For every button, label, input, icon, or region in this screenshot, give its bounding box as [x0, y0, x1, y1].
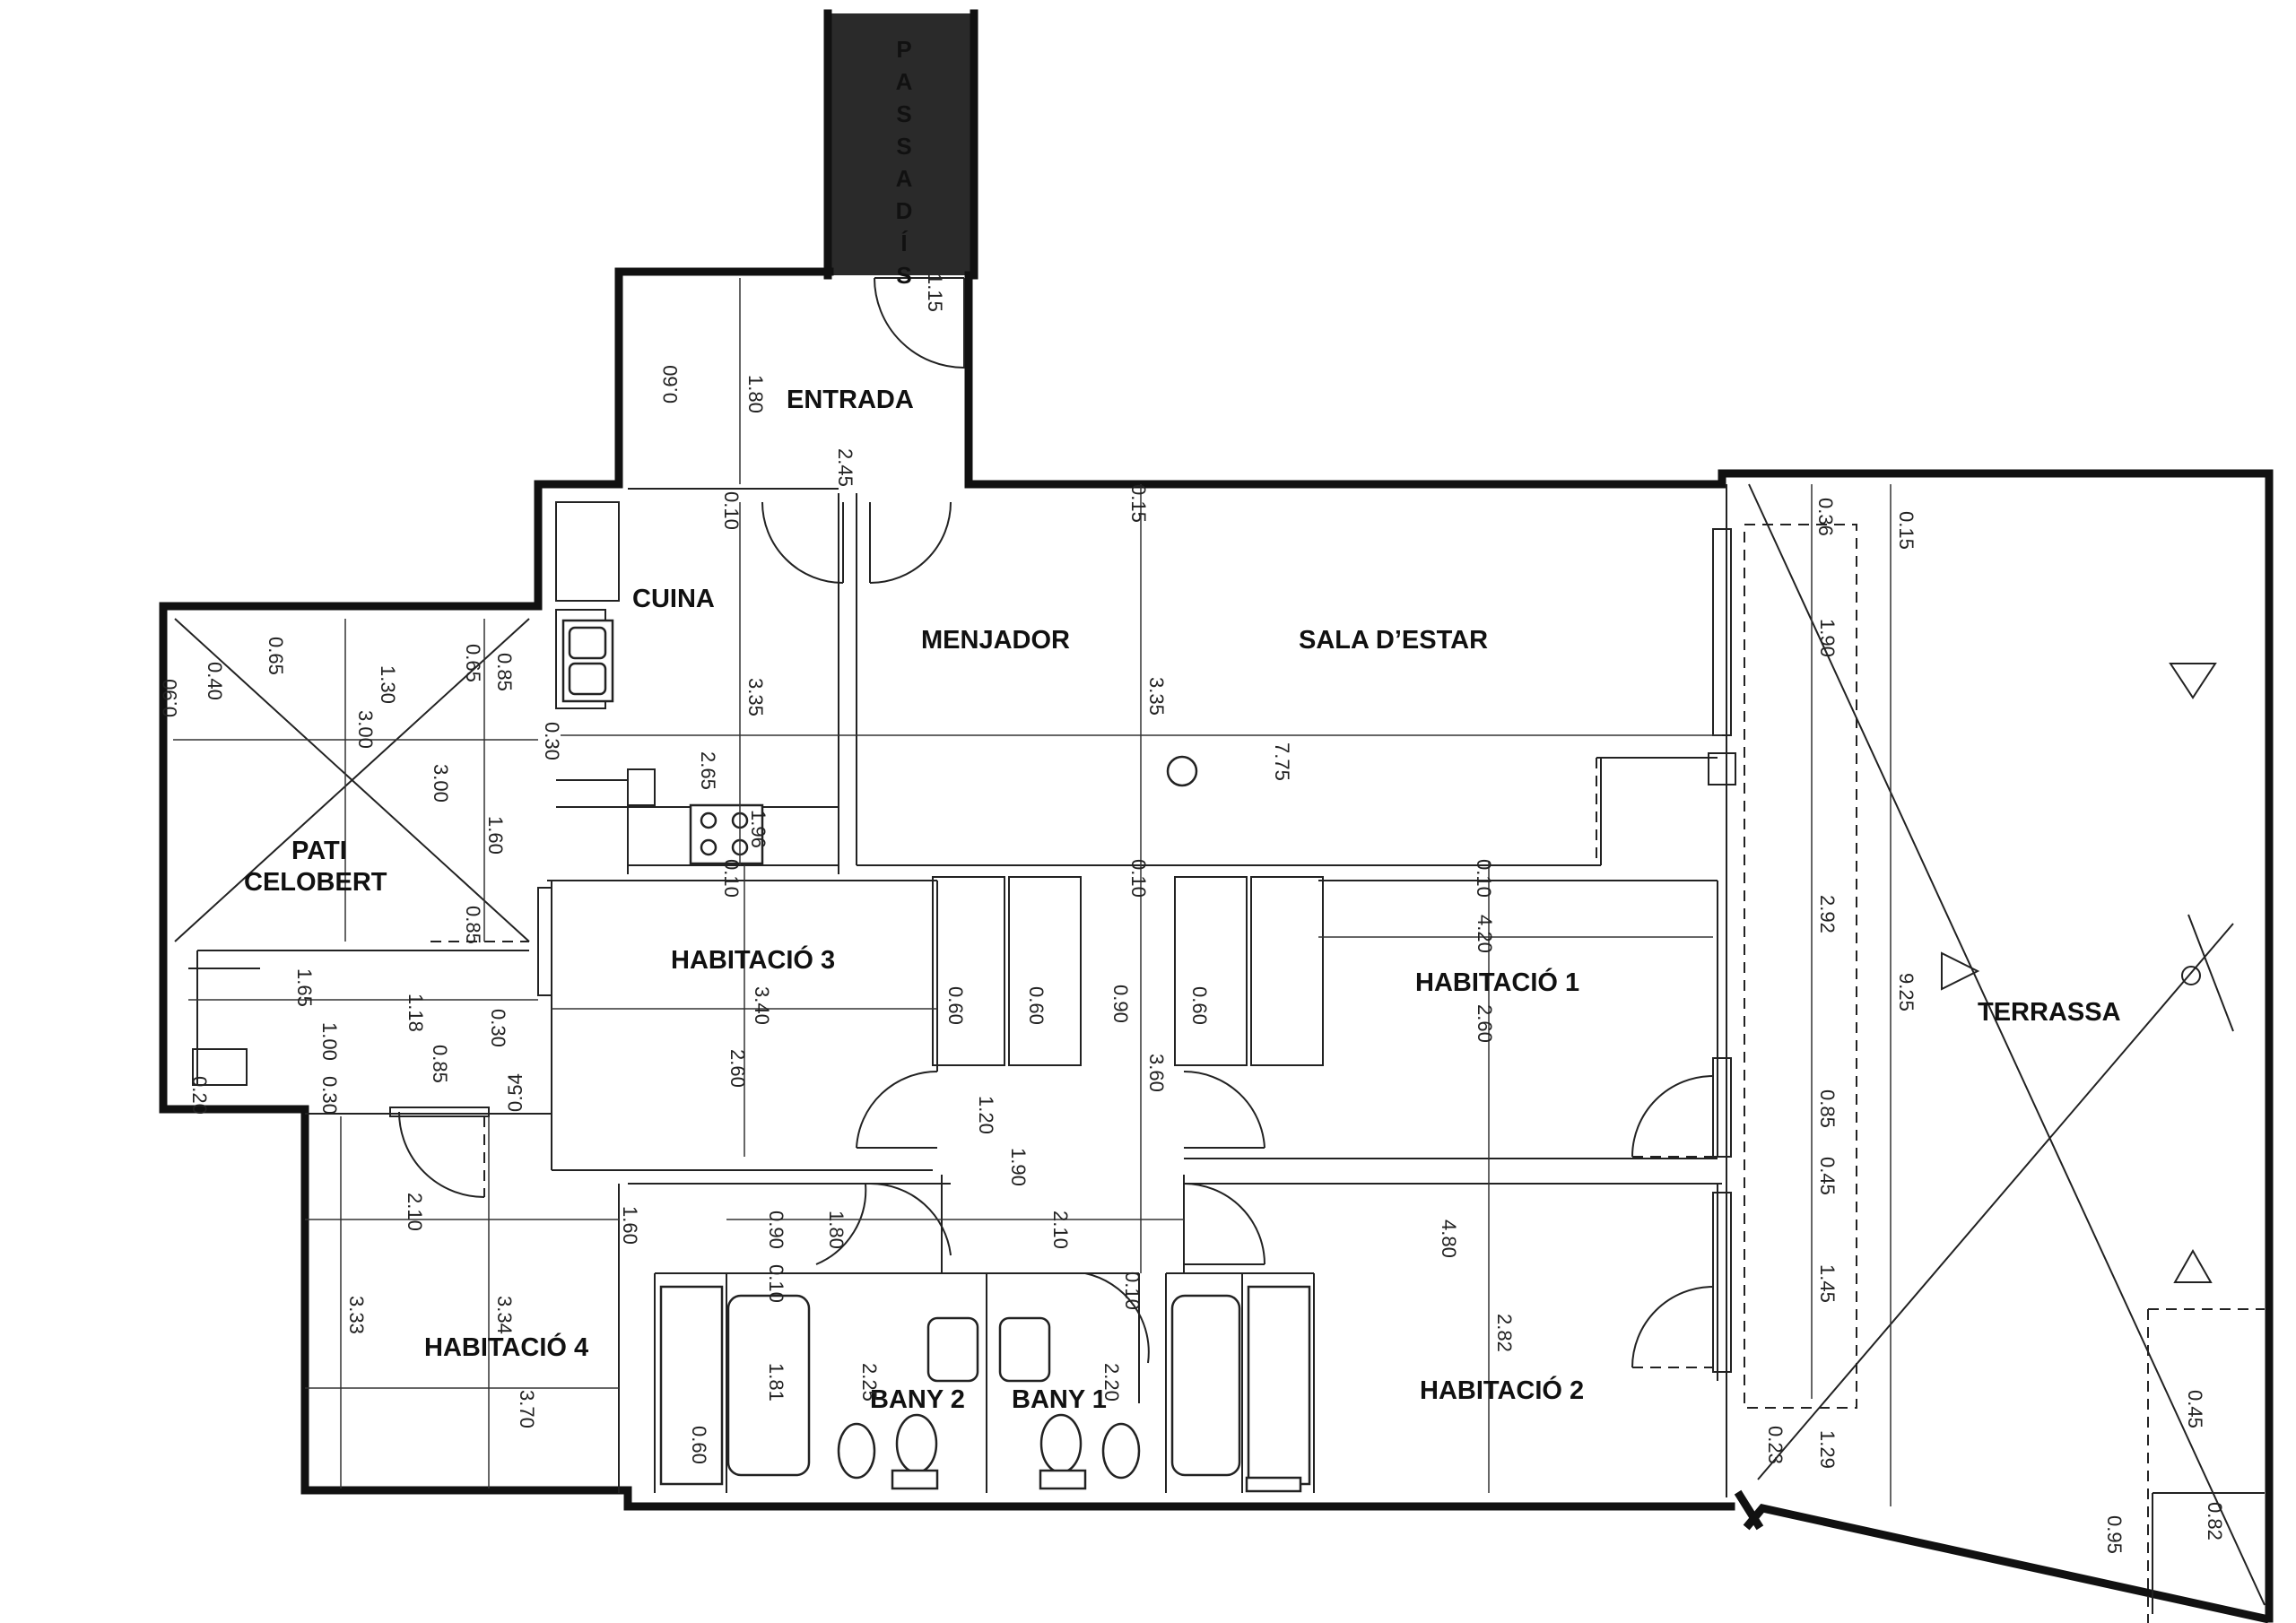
dim: 1.29: [1816, 1430, 1839, 1469]
dim: 0.10: [720, 859, 743, 898]
dim: 0.65: [462, 644, 484, 682]
pati-details: [174, 618, 530, 1086]
dim: 1.80: [825, 1211, 848, 1249]
dim: 0.60: [659, 365, 682, 404]
label-passadis: PASSADÍS: [891, 36, 918, 294]
dim: 2.10: [404, 1193, 426, 1231]
dim: 3.00: [354, 710, 377, 749]
dim: 0.85: [493, 653, 516, 691]
dim: 0.10: [1121, 1271, 1144, 1310]
label-habitacio2: HABITACIÓ 2: [1420, 1375, 1584, 1405]
dim: 3.60: [1145, 1054, 1168, 1092]
dim: 3.70: [516, 1390, 538, 1428]
dim: 1.90: [1816, 619, 1839, 657]
dim: 2.65: [697, 751, 719, 790]
label-bany1: BANY 1: [1012, 1385, 1107, 1414]
label-terrassa: TERRASSA: [1978, 998, 2121, 1027]
dim: 2.82: [1493, 1314, 1516, 1352]
dim: 1.80: [744, 375, 767, 413]
dim: 3.00: [430, 764, 452, 803]
dim: 0.60: [688, 1426, 710, 1464]
dim: 0.30: [541, 722, 563, 760]
label-sala-estar: SALA D’ESTAR: [1299, 626, 1488, 655]
dimension-lines: [173, 278, 1892, 1506]
dim: 0.45: [1816, 1157, 1839, 1195]
dim: 0.10: [720, 491, 743, 530]
dim: 0.54: [504, 1073, 526, 1112]
dim: 2.60: [1474, 1004, 1496, 1043]
dim: 0.15: [1895, 511, 1918, 550]
dim: 1.96: [747, 810, 770, 848]
dim: 0.82: [2204, 1502, 2226, 1541]
label-cuina: CUINA: [632, 585, 715, 613]
dim: 1.81: [765, 1363, 787, 1402]
dim: 0.85: [429, 1045, 451, 1083]
dim: 1.15: [924, 273, 946, 312]
dim: 0.10: [1473, 859, 1495, 898]
dim: 2.10: [1049, 1211, 1072, 1249]
dim: 0.90: [159, 679, 181, 717]
terrassa-details: [1596, 483, 2266, 1623]
dim: 1.60: [484, 816, 507, 855]
label-habitacio3: HABITACIÓ 3: [671, 944, 835, 975]
dim: 1.20: [975, 1096, 997, 1134]
dim: 0.85: [462, 906, 484, 944]
label-habitacio4: HABITACIÓ 4: [424, 1332, 588, 1362]
dim: 0.20: [188, 1076, 211, 1115]
dim: 2.25: [858, 1363, 881, 1402]
dim: 0.10: [1127, 859, 1150, 898]
dim: 4.20: [1474, 915, 1496, 953]
dim: 0.95: [2103, 1515, 2126, 1554]
dim: 0.40: [204, 662, 226, 700]
dim: 1.90: [1007, 1148, 1030, 1186]
dim: 1.45: [1816, 1264, 1839, 1303]
dim: 0.45: [2184, 1390, 2206, 1428]
dim: 7.75: [1271, 742, 1293, 781]
passadis-corridor: [823, 9, 978, 280]
dim: 4.80: [1438, 1219, 1460, 1258]
dim: 0.60: [944, 986, 967, 1025]
dim: 3.34: [493, 1296, 516, 1334]
dim: 0.90: [765, 1211, 787, 1249]
dim: 3.40: [751, 986, 773, 1025]
dim: 1.30: [377, 665, 399, 704]
dim: 0.30: [318, 1076, 341, 1115]
dim: 1.60: [619, 1206, 641, 1245]
dim: 3.33: [345, 1296, 368, 1334]
dim: 0.85: [1816, 1089, 1839, 1128]
label-menjador: MENJADOR: [921, 626, 1070, 655]
dim: 2.20: [1100, 1363, 1123, 1402]
dim: 9.25: [1895, 973, 1918, 1011]
fixtures: [561, 619, 1311, 1493]
dim: 2.45: [834, 448, 857, 487]
label-celobert: CELOBERT: [244, 868, 387, 897]
dim: 1.18: [404, 994, 427, 1032]
dim: 0.10: [765, 1264, 787, 1303]
doors: [398, 277, 1714, 1368]
dim: 0.30: [487, 1009, 509, 1047]
dimension-labels: 1.15 1.80 0.60 2.45 0.10 0.15 3.35 2.65 …: [159, 273, 2226, 1554]
dim: 0.65: [265, 637, 287, 675]
label-pati: PATI: [291, 837, 347, 865]
dim: 0.60: [1188, 986, 1211, 1025]
dim: 0.36: [1814, 498, 1837, 536]
exterior-walls: [159, 267, 2274, 1623]
dim: 3.35: [744, 678, 767, 716]
dim: 0.90: [1109, 985, 1132, 1023]
dim: 1.00: [318, 1022, 341, 1061]
dim: 3.35: [1145, 677, 1168, 716]
label-entrada: ENTRADA: [787, 386, 914, 414]
dim: 0.15: [1127, 484, 1150, 523]
label-bany2: BANY 2: [870, 1385, 965, 1414]
dim: 2.60: [726, 1049, 749, 1088]
dim: 2.92: [1816, 895, 1839, 933]
dim: 0.60: [1025, 986, 1048, 1025]
room-labels: ENTRADA CUINA MENJADOR SALA D’ESTAR PATI…: [244, 36, 2121, 1414]
dim: 1.65: [293, 968, 316, 1007]
label-habitacio1: HABITACIÓ 1: [1415, 967, 1579, 997]
dim: 0.23: [1764, 1426, 1787, 1464]
